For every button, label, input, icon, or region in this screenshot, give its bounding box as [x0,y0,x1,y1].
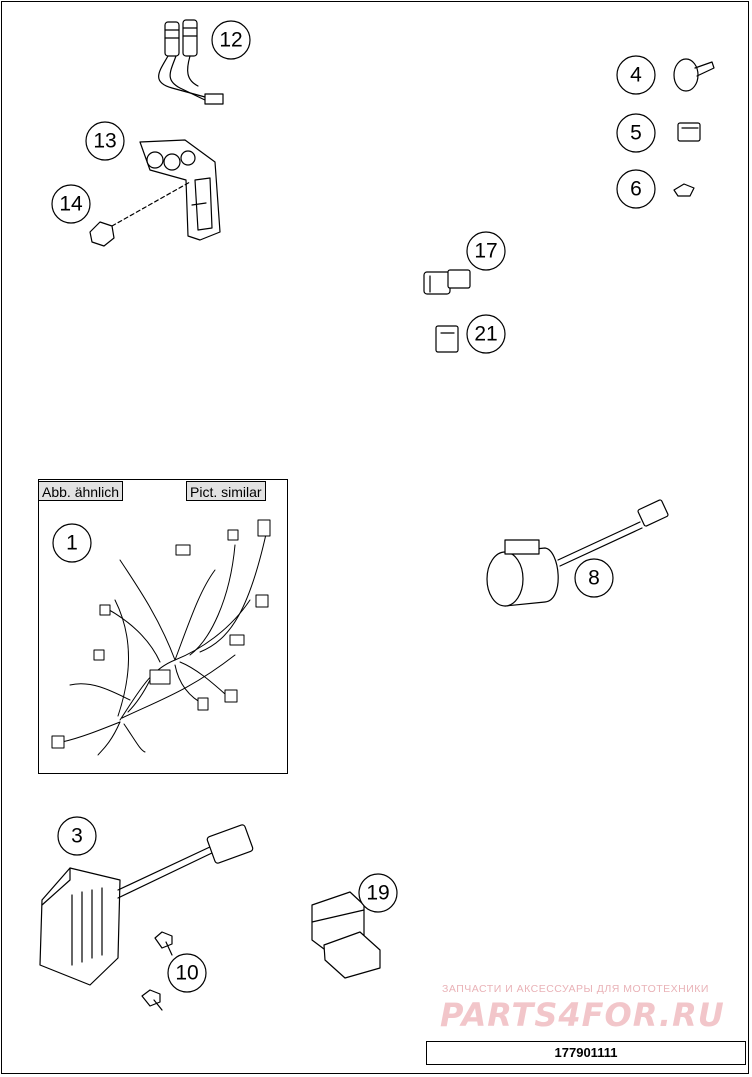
callout-12-label: 12 [219,29,242,52]
callout-21-label: 21 [474,323,497,346]
callout-6-label: 6 [630,178,642,201]
callout-1-circle [52,523,92,563]
part-3-regulator[interactable] [39,824,254,986]
callout-3-circle [57,816,97,856]
callout-3-label: 3 [71,825,83,848]
callout-12-circle [211,20,251,60]
callout-13-label: 13 [93,130,116,153]
callout-8-circle [574,558,614,598]
note-pict-similar: Pict. similar [186,481,266,501]
callout-19-circle [358,873,398,913]
part-14-screw[interactable] [89,181,191,247]
callout-10-circle [167,953,207,993]
part-1-wiring-harness[interactable] [51,519,271,756]
callout-14-circle [51,184,91,224]
callout-17-circle [466,231,506,271]
part-4-cable-tie[interactable] [673,58,715,92]
callout-8-label: 8 [588,567,600,590]
watermark-tagline: ЗАПЧАСТИ И АКСЕССУАРЫ ДЛЯ МОТОТЕХНИКИ [442,983,709,995]
note-abb-aehnlich: Abb. ähnlich [38,481,124,501]
callout-21-circle [466,314,506,354]
callout-14-label: 14 [59,193,83,216]
part-10-bolt-top[interactable] [154,931,173,956]
part-5-clip[interactable] [677,122,701,142]
callout-1-label: 1 [66,532,78,555]
part-21-plug[interactable] [435,325,459,353]
callout-4-label: 4 [630,64,642,87]
callout-5-label: 5 [630,122,642,145]
watermark-logo: PARTS4FOR.RU [440,996,725,1034]
callout-6-circle [616,169,656,209]
part-19-cover[interactable] [311,891,381,979]
callout-13-circle [85,121,125,161]
part-13-bracket[interactable] [139,139,221,241]
part-10-bolt-bottom[interactable] [141,989,163,1011]
callout-19-label: 19 [366,882,389,905]
document-number: 177901111 [426,1041,746,1065]
callout-4-circle [616,55,656,95]
part-12-cable-plug[interactable] [158,19,224,105]
callout-10-label: 10 [175,962,198,985]
part-8-sensor[interactable] [486,499,669,607]
harness-inset-frame [38,479,288,774]
part-17-connector[interactable] [423,269,471,295]
callout-5-circle [616,113,656,153]
part-6-clip[interactable] [673,183,695,197]
callout-17-label: 17 [474,240,497,263]
